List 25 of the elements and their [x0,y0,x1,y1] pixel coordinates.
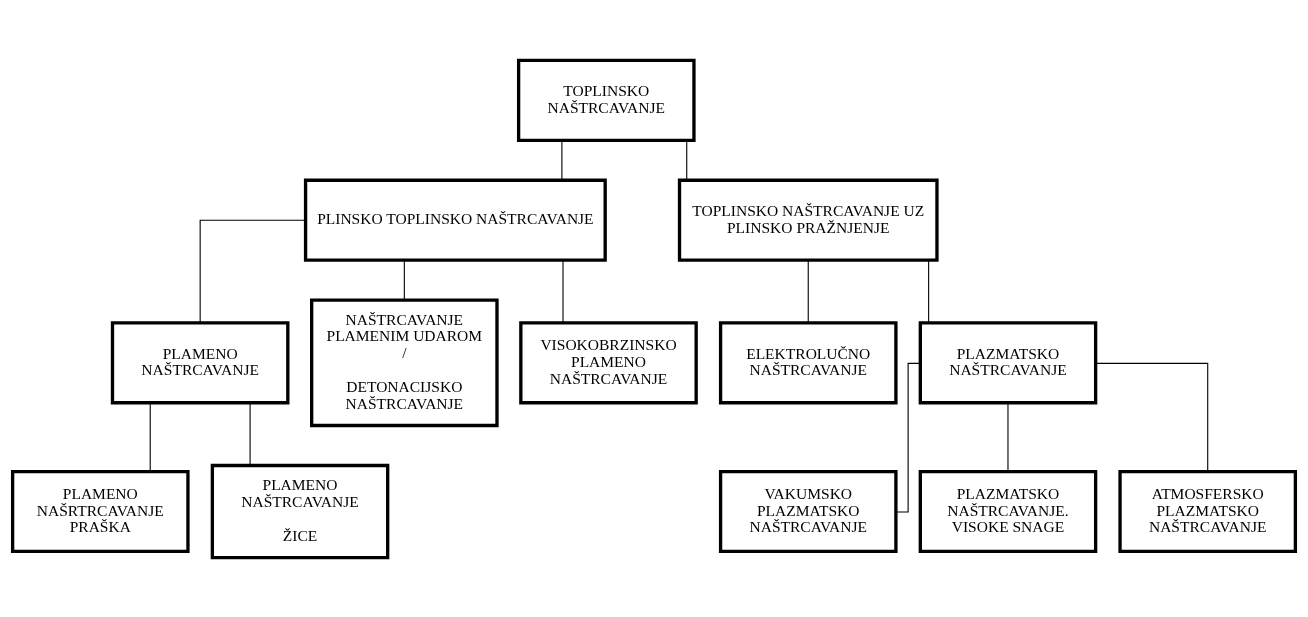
connector [895,362,921,513]
connector [1007,402,1009,472]
node-box: ELEKTROLUČNO NAŠTRCAVANJE [718,320,898,404]
node-box: PLAMENO NAŠTRCAVANJE [110,320,290,404]
node-box: VAKUMSKO PLAZMATSKO NAŠTRCAVANJE [718,469,898,553]
connector [686,139,688,180]
connector [249,402,251,466]
connector [149,402,151,472]
connector [562,259,564,323]
node-box: PLINSKO TOPLINSKO NAŠTRCAVANJE [303,178,607,262]
node-box: PLAZMATSKO NAŠTRCAVANJE [918,320,1098,404]
connector [1095,362,1209,472]
node-box: PLAZMATSKO NAŠTRCAVANJE. VISOKE SNAGE [918,469,1098,553]
node-box: ATMOSFERSKO PLAZMATSKO NAŠTRCAVANJE [1118,469,1298,553]
node-box: TOPLINSKO NAŠTRCAVANJE [516,58,696,142]
node-box: NAŠTRCAVANJE PLAMENIM UDAROM / DETONACIJSKO NAŠTRCAVANJE [310,297,499,427]
connector [807,259,809,323]
connector [561,139,563,180]
node-box: PLAMENO NAŠTRCAVANJE ŽICE [210,463,390,559]
connector [199,219,306,323]
node-box: VISOKOBRZINSKO PLAMENO NAŠTRCAVANJE [519,320,698,404]
connector [403,259,405,301]
node-box: PLAMENO NAŠRTRCAVANJE PRAŠKA [10,469,190,553]
connector [928,259,930,323]
node-box: TOPLINSKO NAŠTRCAVANJE UZ PLINSKO PRAŽNJENJE [677,178,939,262]
